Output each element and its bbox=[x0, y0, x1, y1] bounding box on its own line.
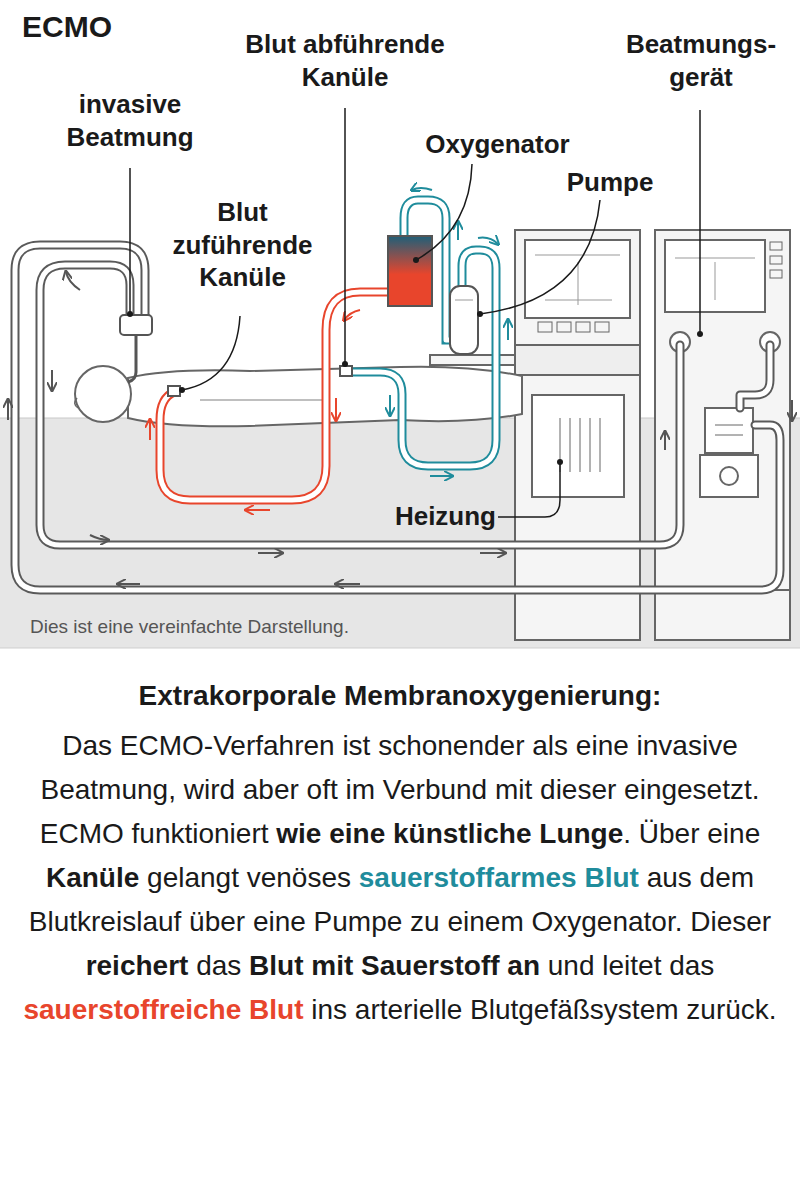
oxygenator bbox=[388, 236, 432, 306]
part-label: Heizung bbox=[368, 500, 496, 533]
caption-text: sauerstoffreiche Blut bbox=[23, 994, 303, 1025]
heater-unit bbox=[532, 395, 624, 497]
caption-text: reichert bbox=[86, 950, 189, 981]
part-label: Blut zuführende Kanüle bbox=[160, 196, 325, 294]
ecmo-console bbox=[515, 230, 640, 640]
caption-text: wie eine künstliche Lunge bbox=[276, 818, 623, 849]
caption-text: das bbox=[196, 950, 241, 981]
caption-text: gelangt venöses bbox=[147, 862, 351, 893]
caption-text: Blut mit Sauerstoff an bbox=[249, 950, 540, 981]
part-label: Oxygenator bbox=[405, 128, 590, 161]
caption-body: Das ECMO-Verfahren ist schonender als ei… bbox=[14, 724, 786, 1032]
caption-heading: Extrakorporale Membranoxygenierung: bbox=[10, 680, 790, 712]
neck-cannula bbox=[168, 386, 180, 396]
invasive-ventilation-mask bbox=[120, 315, 152, 382]
part-label: invasive Beatmung bbox=[30, 88, 230, 153]
note: Dies ist eine vereinfachte Darstellung. bbox=[30, 615, 510, 639]
part-label: Beatmungs- gerät bbox=[606, 28, 796, 93]
caption-text: sauerstoffarmes Blut bbox=[359, 862, 639, 893]
caption-text: . Über eine bbox=[623, 818, 760, 849]
pump bbox=[450, 286, 478, 354]
part-label: Pumpe bbox=[540, 166, 680, 199]
ventilator bbox=[655, 230, 790, 640]
part-label: Blut abführende Kanüle bbox=[220, 28, 470, 93]
leader-lines bbox=[130, 108, 700, 517]
caption-text: Kanüle bbox=[46, 862, 139, 893]
groin-cannula bbox=[340, 366, 352, 376]
caption-text: und leitet das bbox=[548, 950, 715, 981]
title: ECMO bbox=[22, 10, 112, 44]
caption-text: ins arterielle Blutgefäßsystem zurück. bbox=[311, 994, 776, 1025]
patient bbox=[75, 366, 522, 426]
flow-arrows bbox=[8, 188, 792, 584]
